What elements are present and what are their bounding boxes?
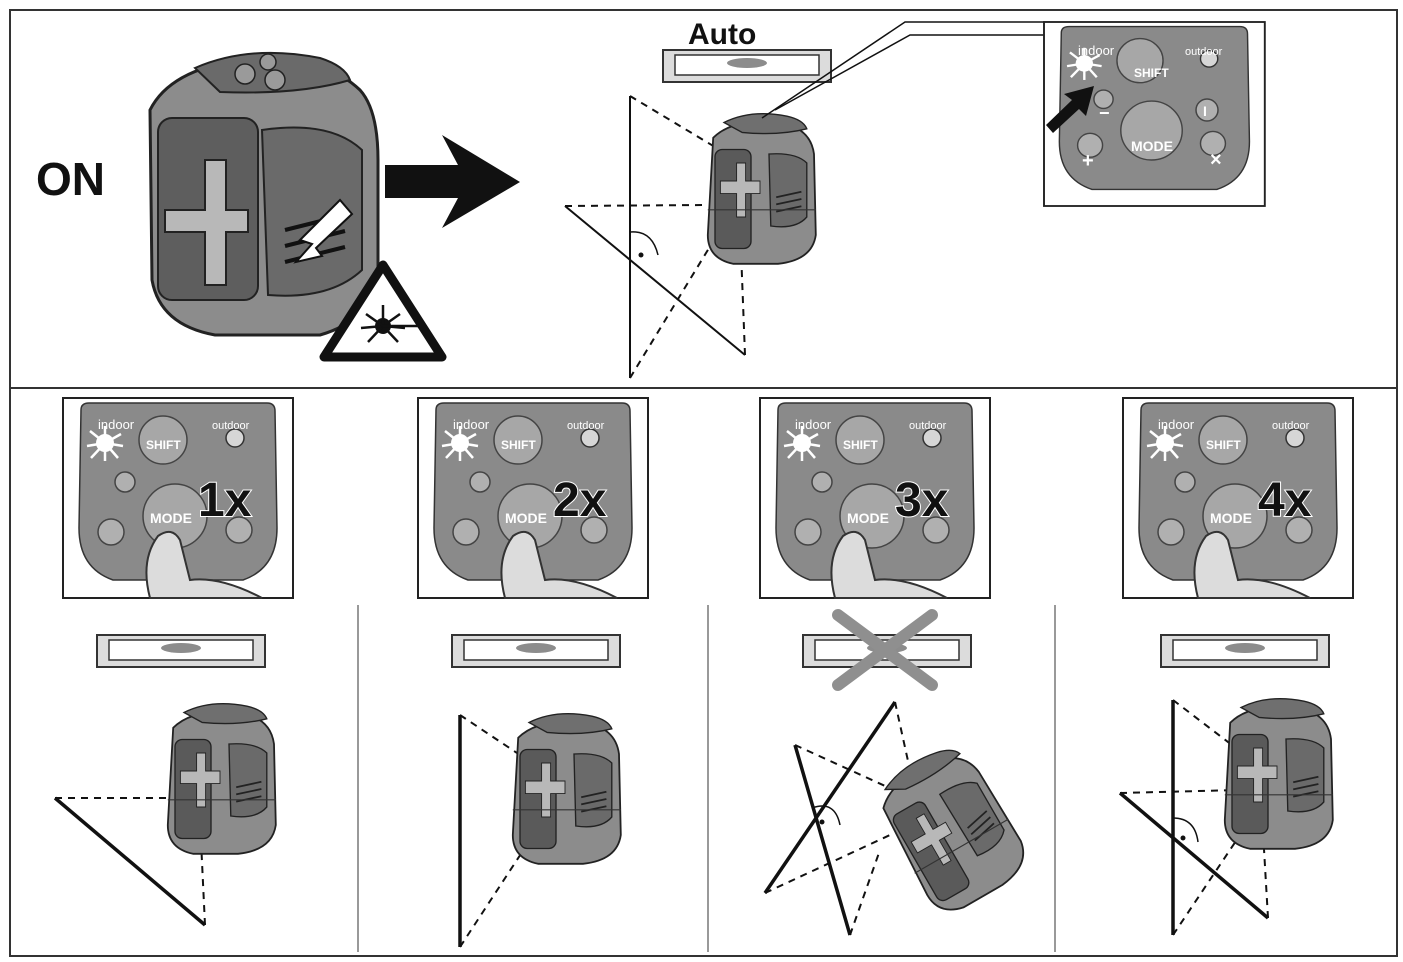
press-count-2: 2x bbox=[553, 474, 607, 527]
auto-label: Auto bbox=[688, 18, 756, 51]
pointer-arrow-icon bbox=[1046, 86, 1094, 133]
cross-mark-icon bbox=[832, 609, 938, 691]
finger-icon bbox=[500, 530, 618, 599]
shift-button[interactable]: SHIFT bbox=[1206, 438, 1241, 452]
plus-button[interactable]: + bbox=[1082, 150, 1094, 172]
shift-button[interactable]: SHIFT bbox=[1134, 66, 1169, 80]
callout-line bbox=[761, 21, 1050, 119]
mode-button[interactable]: MODE bbox=[1210, 510, 1252, 526]
indoor-label: indoor bbox=[453, 417, 490, 432]
indoor-label: indoor bbox=[1078, 43, 1115, 58]
shift-button[interactable]: SHIFT bbox=[501, 438, 536, 452]
laser-device-top bbox=[706, 112, 817, 265]
laser-line-tilted bbox=[793, 744, 852, 936]
minus-button[interactable]: − bbox=[1099, 103, 1110, 123]
info-button[interactable]: I bbox=[1203, 103, 1207, 119]
level-vial-2 bbox=[451, 634, 621, 668]
level-vial-1 bbox=[96, 634, 266, 668]
press-count-3: 3x bbox=[895, 474, 949, 527]
finger-icon bbox=[830, 530, 948, 599]
laser-line-horizontal bbox=[1118, 791, 1270, 920]
indoor-label: indoor bbox=[98, 417, 135, 432]
laser-line-horizontal bbox=[53, 796, 207, 927]
laser-device-3 bbox=[865, 735, 1037, 921]
laser-device-2 bbox=[511, 712, 622, 865]
on-label: ON bbox=[36, 153, 105, 205]
mode-button[interactable]: MODE bbox=[505, 510, 547, 526]
laser-line-tilted bbox=[763, 701, 897, 894]
right-arrow-icon bbox=[385, 135, 520, 228]
outdoor-label: outdoor bbox=[909, 420, 947, 432]
laser-device-1 bbox=[166, 702, 277, 855]
laser-warning-icon bbox=[319, 260, 447, 362]
press-count-1: 1x bbox=[198, 474, 252, 527]
mode-column-1: indoor outdoor SHIFT MODE 1x bbox=[53, 396, 295, 927]
press-count-4: 4x bbox=[1258, 474, 1312, 527]
finger-icon bbox=[145, 530, 263, 599]
indoor-label: indoor bbox=[1158, 417, 1195, 432]
level-vial-4 bbox=[1160, 634, 1330, 668]
finger-icon bbox=[1193, 530, 1311, 599]
keypad-labels-top: indoor outdoor SHIFT MODE + × − I bbox=[1046, 43, 1223, 172]
mode-column-3: indoor outdoor SHIFT MODE 3x bbox=[758, 396, 1037, 936]
callout-line bbox=[774, 34, 1050, 111]
indoor-label: indoor bbox=[795, 417, 832, 432]
shift-button[interactable]: SHIFT bbox=[146, 438, 181, 452]
mode-column-4: indoor outdoor SHIFT MODE 4x bbox=[1118, 396, 1355, 936]
laser-device-4 bbox=[1223, 697, 1334, 850]
mode-button[interactable]: MODE bbox=[1131, 138, 1173, 154]
mode-button[interactable]: MODE bbox=[847, 510, 889, 526]
outdoor-label: outdoor bbox=[212, 420, 250, 432]
mode-column-2: indoor outdoor SHIFT MODE 2x bbox=[416, 396, 650, 948]
laser-device-large bbox=[148, 51, 380, 337]
outdoor-label: outdoor bbox=[1272, 420, 1310, 432]
shift-button[interactable]: SHIFT bbox=[843, 438, 878, 452]
level-vial-top bbox=[662, 49, 832, 83]
outdoor-label: outdoor bbox=[567, 420, 605, 432]
outdoor-label: outdoor bbox=[1185, 46, 1223, 58]
outer-frame bbox=[9, 9, 1398, 957]
mode-button[interactable]: MODE bbox=[150, 510, 192, 526]
cross-button[interactable]: × bbox=[1210, 149, 1222, 171]
